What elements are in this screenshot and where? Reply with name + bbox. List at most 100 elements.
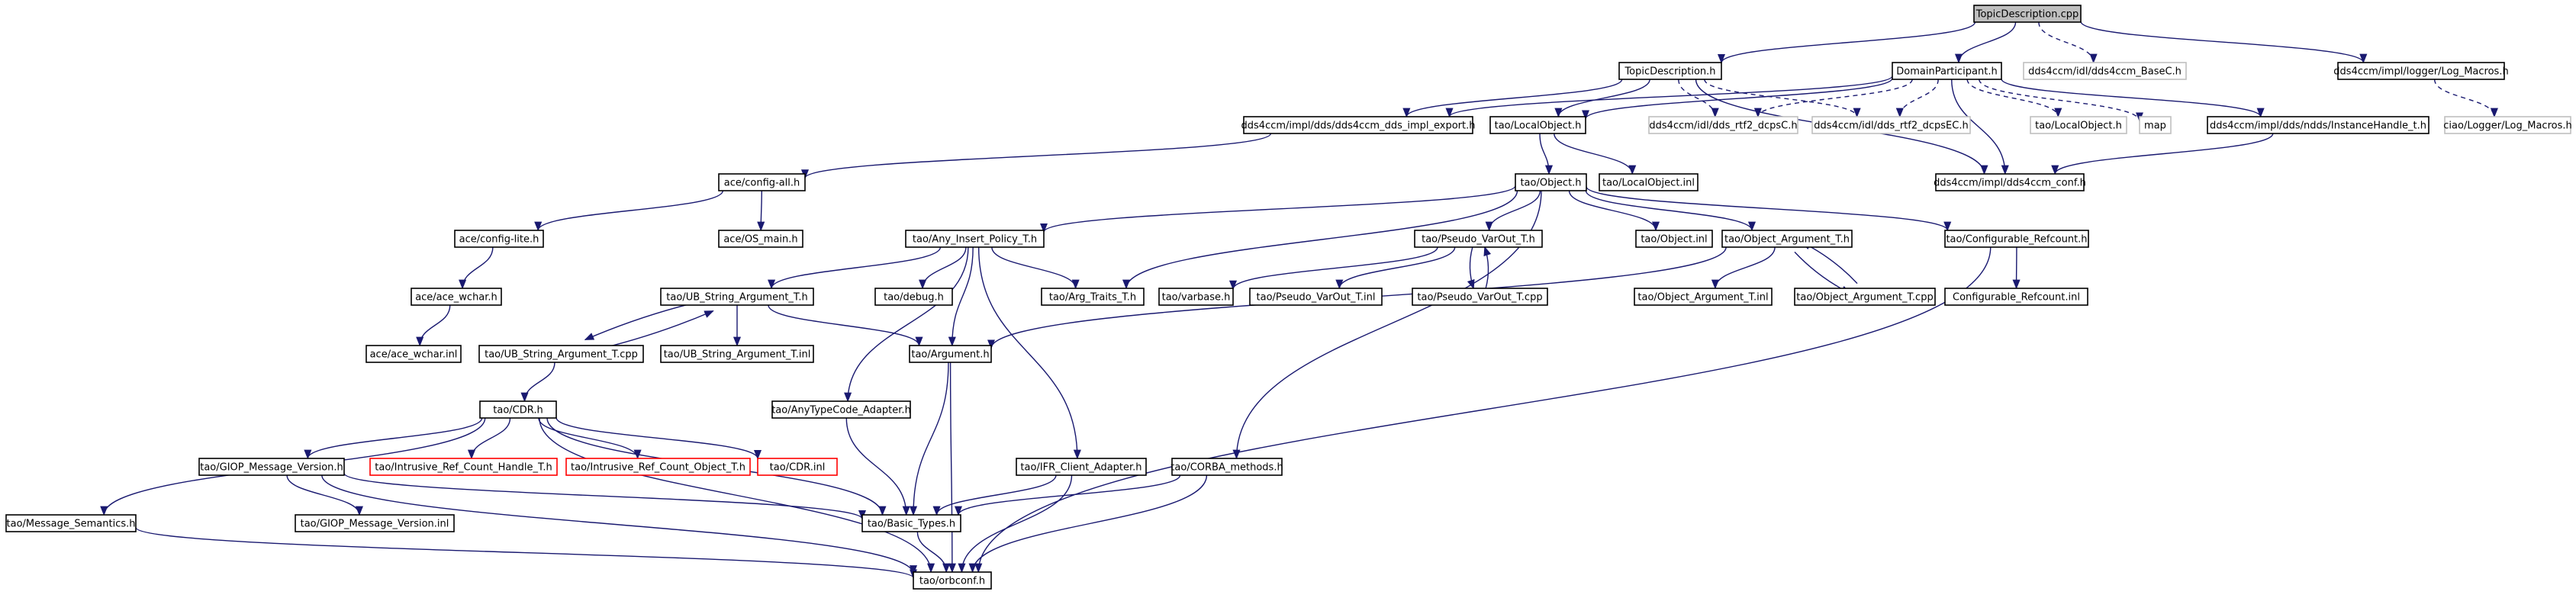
edge-tao-ub-string-argument-t-cpp-to-tao-cdr-h — [520, 362, 555, 403]
node-label: Configurable_Refcount.inl — [1953, 292, 2080, 304]
node-topicdescription-h[interactable]: TopicDescription.h — [1618, 62, 1722, 80]
node-tao-message-semantics-h[interactable]: tao/Message_Semantics.h — [5, 514, 137, 532]
edge-tao-cdr-h-to-tao-orbconf-h — [539, 417, 935, 574]
node-ciao-logger-log-macros-h[interactable]: ciao/Logger/Log_Macros.h — [2443, 116, 2572, 134]
node-box — [454, 230, 544, 248]
node-label: ciao/Logger/Log_Macros.h — [2443, 121, 2571, 132]
node-label: tao/Message_Semantics.h — [7, 519, 136, 530]
node-tao-object-h[interactable]: tao/Object.h — [1515, 173, 1587, 191]
node-tao-object-argument-t-inl[interactable]: tao/Object_Argument_T.inl — [1634, 288, 1773, 306]
node-tao-ub-string-argument-t-h[interactable]: tao/UB_String_Argument_T.h — [660, 288, 814, 306]
edge-tao-pseudo-varout-t-h-to-tao-pseudo-varout-t-inl — [1335, 246, 1456, 290]
node-tao-ub-string-argument-t-cpp[interactable]: tao/UB_String_Argument_T.cpp — [478, 345, 644, 363]
node-box — [2030, 116, 2127, 134]
node-box — [1892, 62, 2002, 80]
node-box — [2337, 62, 2505, 80]
node-tao-argument-h[interactable]: tao/Argument.h — [909, 345, 992, 363]
node-dds4ccm-impl-logger-log-macros-h[interactable]: dds4ccm/impl/logger/Log_Macros.h — [2333, 62, 2509, 80]
node-map[interactable]: map — [2139, 116, 2172, 134]
node-label: tao/Object_Argument_T.inl — [1637, 292, 1768, 304]
node-tao-arg-traits-t-h[interactable]: tao/Arg_Traits_T.h — [1041, 288, 1145, 306]
edge-domainparticipant-h-to-dds4ccm-idl-dds-rtf2-dcpsc-h — [1753, 79, 1913, 118]
node-tao-corba-methods-h[interactable]: tao/CORBA_methods.h — [1170, 458, 1283, 476]
node-tao-localobject-inl[interactable]: tao/LocalObject.inl — [1599, 173, 1699, 191]
node-box — [1634, 288, 1773, 306]
node-tao-intrusive-ref-count-handle-t-h[interactable]: tao/Intrusive_Ref_Count_Handle_T.h — [369, 458, 558, 476]
node-label: tao/Intrusive_Ref_Count_Handle_T.h — [375, 462, 552, 474]
node-ace-config-all-h[interactable]: ace/config-all.h — [718, 173, 806, 191]
node-dds4ccm-idl-dds-rtf2-dcpsc-h[interactable]: dds4ccm/idl/dds_rtf2_dcpsC.h — [1648, 116, 1798, 134]
node-label: ace/config-lite.h — [459, 234, 539, 246]
node-tao-object-argument-t-h[interactable]: tao/Object_Argument_T.h — [1721, 230, 1853, 248]
node-tao-intrusive-ref-count-object-t-h[interactable]: tao/Intrusive_Ref_Count_Object_T.h — [565, 458, 751, 476]
edge-topicdescription-h-to-dds4ccm-idl-dds-rtf2-dcpsec-h — [1704, 79, 1861, 118]
edge-tao-any-insert-policy-t-h-to-tao-argument-h — [948, 246, 974, 347]
node-tao-varbase-h[interactable]: tao/varbase.h — [1158, 288, 1234, 306]
node-box — [1635, 230, 1713, 248]
node-topicdescription-cpp[interactable]: TopicDescription.cpp — [1973, 5, 2082, 23]
node-box — [905, 230, 1045, 248]
edge-tao-corba-methods-h-to-tao-basic-types-h — [955, 474, 1181, 516]
node-tao-cdr-inl[interactable]: tao/CDR.inl — [757, 458, 838, 476]
node-label: ace/ace_wchar.inl — [370, 349, 458, 361]
node-box — [1412, 288, 1548, 306]
node-domainparticipant-h[interactable]: DomainParticipant.h — [1892, 62, 2002, 80]
edge-ace-config-all-h-to-ace-config-lite-h — [534, 190, 723, 232]
node-box — [913, 571, 992, 590]
node-box — [660, 345, 814, 363]
node-tao-localobject-h[interactable]: tao/LocalObject.h — [2030, 116, 2127, 134]
edge-tao-pseudo-varout-t-cpp-to-tao-pseudo-varout-t-h — [1483, 246, 1492, 288]
node-ace-os-main-h[interactable]: ace/OS_main.h — [718, 230, 803, 248]
node-box — [1041, 288, 1145, 306]
node-box — [718, 173, 806, 191]
edge-tao-giop-message-version-h-to-tao-orbconf-h — [321, 474, 917, 575]
node-tao-anytypecode-adapter-h[interactable]: tao/AnyTypeCode_Adapter.h — [771, 400, 911, 419]
node-tao-debug-h[interactable]: tao/debug.h — [874, 288, 953, 306]
node-label: DomainParticipant.h — [1896, 66, 1997, 78]
edge-tao-object-argument-t-h-to-tao-object-argument-t-inl — [1711, 246, 1776, 290]
node-dds4ccm-idl-dds-rtf2-dcpsec-h[interactable]: dds4ccm/idl/dds_rtf2_dcpsEC.h — [1811, 116, 1971, 134]
node-dds4ccm-impl-dds-ndds-instancehandle-t-h[interactable]: dds4ccm/impl/dds/ndds/InstanceHandle_t.h — [2207, 116, 2429, 134]
edge-dds4ccm-impl-logger-log-macros-h-to-ciao-logger-log-macros-h — [2433, 79, 2498, 118]
node-tao-cdr-h[interactable]: tao/CDR.h — [479, 400, 557, 419]
node-label: tao/UB_String_Argument_T.h — [666, 292, 807, 304]
node-tao-ub-string-argument-t-inl[interactable]: tao/UB_String_Argument_T.inl — [660, 345, 814, 363]
edge-tao-cdr-h-to-tao-cdr-inl — [555, 416, 762, 460]
node-label: dds4ccm/impl/dds/ndds/InstanceHandle_t.h — [2210, 121, 2426, 132]
node-tao-orbconf-h[interactable]: tao/orbconf.h — [913, 571, 992, 590]
node-label: tao/Pseudo_VarOut_T.inl — [1257, 292, 1376, 304]
edge-tao-cdr-h-to-tao-intrusive-ref-count-object-t-h — [538, 417, 642, 460]
node-label: tao/Argument.h — [911, 349, 989, 361]
node-label: dds4ccm/impl/logger/Log_Macros.h — [2333, 66, 2508, 78]
node-tao-giop-message-version-inl[interactable]: tao/GIOP_Message_Version.inl — [295, 514, 455, 532]
node-label: tao/Object.h — [1520, 178, 1581, 189]
edge-tao-object-h-to-tao-configurable-refcount-h — [1586, 186, 1952, 232]
node-tao-object-argument-t-cpp[interactable]: tao/Object_Argument_T.cpp — [1794, 288, 1936, 306]
edge-ace-config-all-h-to-ace-os-main-h — [757, 190, 765, 232]
node-tao-object-inl[interactable]: tao/Object.inl — [1635, 230, 1713, 248]
node-tao-pseudo-varout-t-inl[interactable]: tao/Pseudo_VarOut_T.inl — [1249, 288, 1383, 306]
node-ace-config-lite-h[interactable]: ace/config-lite.h — [454, 230, 544, 248]
node-tao-basic-types-h[interactable]: tao/Basic_Types.h — [861, 514, 961, 532]
node-tao-giop-message-version-h[interactable]: tao/GIOP_Message_Version.h — [198, 458, 345, 476]
node-ace-ace-wchar-inl[interactable]: ace/ace_wchar.inl — [365, 345, 462, 363]
edge-tao-ub-string-argument-t-h-to-tao-argument-h — [768, 304, 923, 347]
edge-domainparticipant-h-to-tao-localobject-h — [1582, 78, 1893, 120]
node-box — [1515, 173, 1587, 191]
node-box — [1016, 458, 1147, 476]
node-tao-configurable-refcount-h[interactable]: tao/Configurable_Refcount.h — [1944, 230, 2089, 248]
node-tao-ifr-client-adapter-h[interactable]: tao/IFR_Client_Adapter.h — [1016, 458, 1147, 476]
node-box — [660, 288, 814, 306]
node-dds4ccm-idl-dds4ccm-basec-h[interactable]: dds4ccm/idl/dds4ccm_BaseC.h — [2023, 62, 2187, 80]
node-box — [1158, 288, 1234, 306]
node-tao-pseudo-varout-t-cpp[interactable]: tao/Pseudo_VarOut_T.cpp — [1412, 288, 1548, 306]
node-ace-ace-wchar-h[interactable]: ace/ace_wchar.h — [411, 288, 502, 306]
node-dds4ccm-impl-dds-dds4ccm-dds-impl-export-h[interactable]: dds4ccm/impl/dds/dds4ccm_dds_impl_export… — [1241, 116, 1476, 134]
edge-domainparticipant-h-to-dds4ccm-idl-dds-rtf2-dcpsec-h — [1895, 79, 1939, 118]
node-tao-any-insert-policy-t-h[interactable]: tao/Any_Insert_Policy_T.h — [905, 230, 1045, 248]
node-tao-localobject-h[interactable]: tao/LocalObject.h — [1489, 116, 1586, 134]
node-dds4ccm-impl-dds4ccm-conf-h[interactable]: dds4ccm/impl/dds4ccm_conf.h — [1934, 173, 2086, 191]
node-tao-pseudo-varout-t-h[interactable]: tao/Pseudo_VarOut_T.h — [1414, 230, 1543, 248]
node-configurable-refcount-inl[interactable]: Configurable_Refcount.inl — [1944, 288, 2088, 306]
